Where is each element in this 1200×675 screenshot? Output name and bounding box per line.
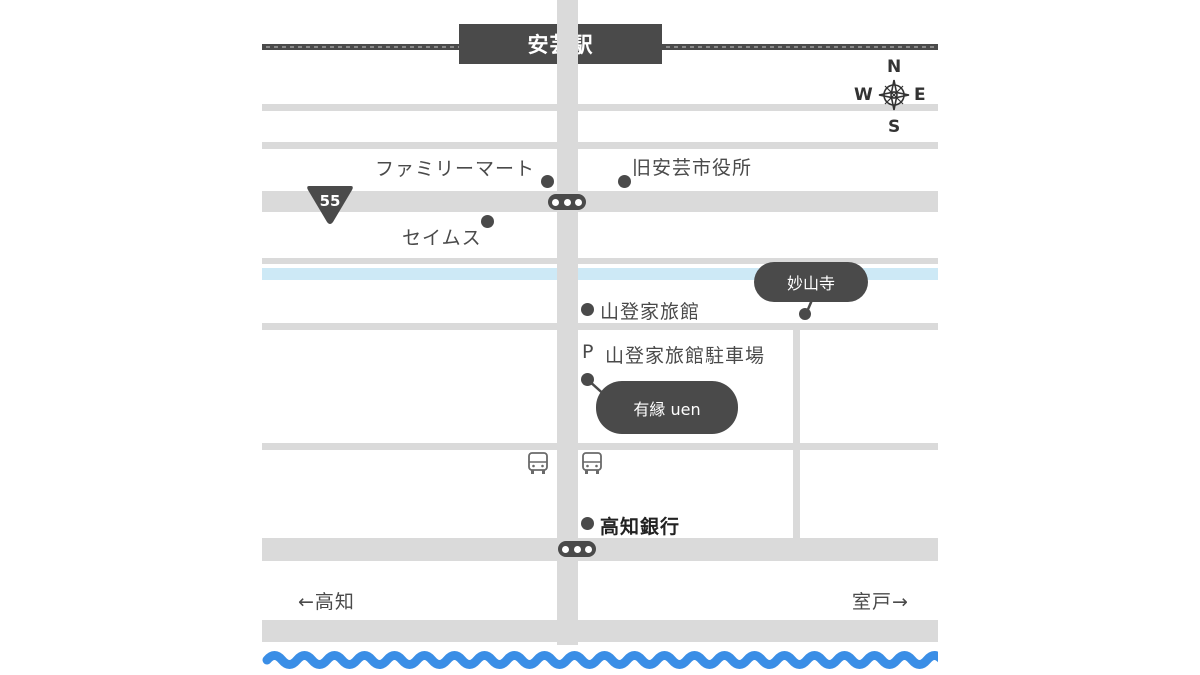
kochi-bank-marker <box>581 517 594 530</box>
route-number: 55 <box>320 192 341 210</box>
yamato-ryokan-label: 山登家旅館 <box>600 301 701 323</box>
seims-marker <box>481 215 494 228</box>
parking-label: 山登家旅館駐車場 <box>605 345 766 367</box>
kochi-bank-label: 高知銀行 <box>600 516 681 538</box>
seims-label: セイムス <box>402 227 482 249</box>
road-h-1 <box>262 104 938 111</box>
traffic-signal-icon <box>548 194 586 210</box>
uen-callout: 有縁 uen <box>596 381 738 434</box>
railway-line-east <box>662 44 938 50</box>
myosanji-pointer <box>799 299 814 320</box>
national-route-55 <box>262 191 938 212</box>
main-street <box>557 0 578 645</box>
compass-west: W <box>854 85 873 105</box>
road-h-6 <box>262 620 938 642</box>
parking-mark: P <box>582 341 595 363</box>
old-city-hall-marker <box>618 175 631 188</box>
myosanji-callout: 妙山寺 <box>754 262 868 302</box>
road-h-3 <box>262 258 938 264</box>
direction-west-kochi: ←高知 <box>298 591 355 613</box>
coastal-road <box>262 538 938 561</box>
family-mart-label: ファミリーマート <box>375 158 536 180</box>
compass-south: S <box>888 117 901 137</box>
bus-stop-icon <box>528 452 548 474</box>
bus-stop-icon <box>582 452 602 474</box>
compass-east: E <box>914 85 926 105</box>
direction-east-muroto: 室戸→ <box>852 591 909 613</box>
road-h-5 <box>262 443 938 450</box>
railway-line-west <box>262 44 459 50</box>
route-shield-icon: 55 <box>307 186 353 224</box>
old-city-hall-label: 旧安芸市役所 <box>632 157 753 179</box>
compass-rose-icon <box>878 79 910 111</box>
traffic-signal-icon <box>558 541 596 557</box>
side-street <box>793 330 800 538</box>
family-mart-marker <box>541 175 554 188</box>
sea-waves-icon <box>262 651 938 669</box>
road-h-4 <box>262 323 938 330</box>
compass-north: N <box>887 57 902 77</box>
yamato-ryokan-marker <box>581 303 594 316</box>
road-h-2 <box>262 142 938 149</box>
